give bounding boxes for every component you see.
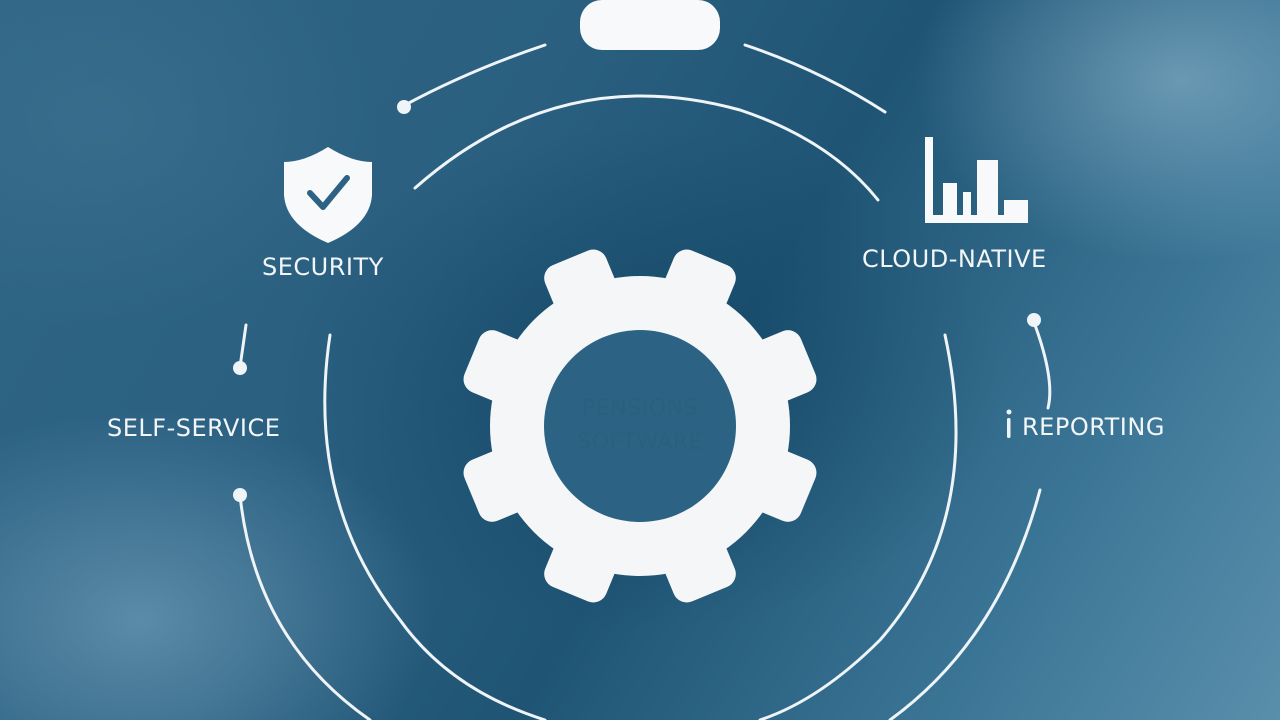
inner-arc-left [323,333,547,720]
outer-arc-right-lower [888,488,1042,720]
connector-dot [233,361,247,375]
outer-ring [238,43,1052,720]
connector-dots [233,100,1041,502]
outer-arc-left-lower [238,493,372,720]
center-label: PENSIONS SOFTWARE [540,392,740,460]
outer-arc-top-left [403,43,547,107]
cloud-icon [580,0,720,50]
gear-icon [463,249,817,603]
center-label-line2: SOFTWARE [577,430,703,455]
outer-arc-right-upper [1033,323,1052,410]
inner-ring [323,94,958,720]
connector-dot [397,100,411,114]
outer-arc-top-right [743,43,887,114]
connector-dot [1027,313,1041,327]
label-reporting: REPORTING [1022,413,1165,441]
inner-arc-right [758,333,958,720]
outer-arc-left-upper [238,323,248,369]
label-self-service: SELF-SERVICE [107,414,281,442]
reporting-marker-icon [1006,409,1012,438]
connector-dot [233,488,247,502]
bar-chart-icon [925,137,1028,223]
shield-check-icon [284,147,372,243]
center-label-line1: PENSIONS [582,396,698,421]
gear-hub [544,330,736,522]
label-cloud-native: CLOUD-NATIVE [862,245,1047,273]
label-security: SECURITY [262,253,384,281]
inner-arc-top [413,94,880,202]
